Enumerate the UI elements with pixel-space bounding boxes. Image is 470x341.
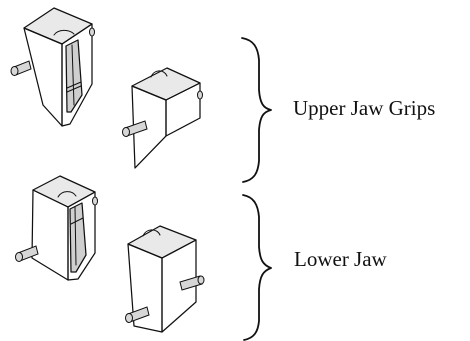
lower-jaw-label: Lower Jaw bbox=[294, 247, 387, 271]
upper-jaw-grips-label: Upper Jaw Grips bbox=[293, 96, 436, 120]
lower-grip-notched bbox=[125, 225, 205, 333]
upper-grip-slotted bbox=[10, 7, 95, 127]
upper-brace bbox=[241, 37, 272, 183]
upper-grip-notched bbox=[122, 67, 203, 169]
lower-grip-slotted bbox=[15, 175, 98, 281]
lower-brace bbox=[242, 194, 272, 341]
